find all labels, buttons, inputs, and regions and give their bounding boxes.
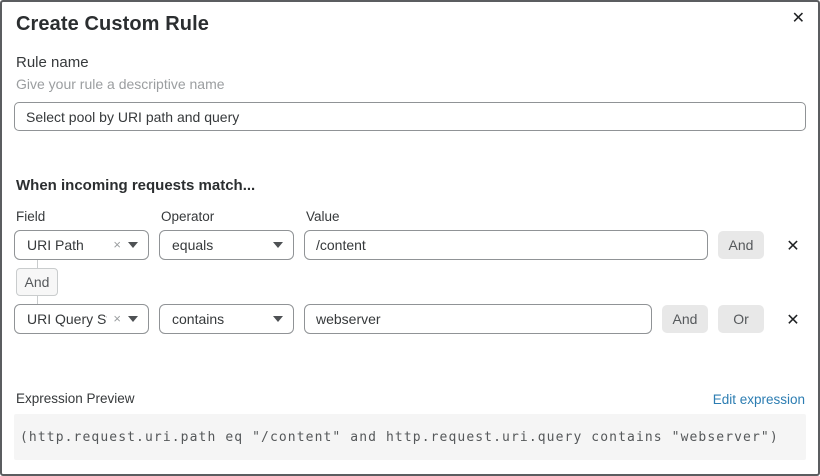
field-select-1[interactable]: URI Path × <box>14 230 149 260</box>
field-select-2[interactable]: URI Query St... × <box>14 304 149 334</box>
expression-preview-label: Expression Preview <box>16 391 135 406</box>
delete-condition-icon-2[interactable]: ✕ <box>782 310 804 329</box>
field-select-2-value: URI Query St... <box>27 311 107 327</box>
condition-row-2: URI Query St... × contains And Or ✕ <box>14 304 806 334</box>
expression-code-block: (http.request.uri.path eq "/content" and… <box>14 414 806 460</box>
column-headers: Field Operator Value <box>16 209 806 225</box>
add-and-condition-button-1[interactable]: And <box>718 231 764 259</box>
field-select-1-value: URI Path <box>27 237 84 253</box>
close-icon[interactable]: ✕ <box>791 8 805 27</box>
and-connector-badge: And <box>16 268 58 296</box>
expression-code-text: (http.request.uri.path eq "/content" and… <box>20 429 779 445</box>
operator-column-label: Operator <box>161 209 215 224</box>
operator-select-1-value: equals <box>172 237 214 253</box>
chevron-down-icon <box>128 242 138 248</box>
chevron-down-icon <box>273 242 283 248</box>
match-heading: When incoming requests match... <box>16 177 256 194</box>
edit-expression-link[interactable]: Edit expression <box>712 391 805 407</box>
rule-name-input[interactable] <box>14 102 806 131</box>
clear-icon[interactable]: × <box>113 237 121 252</box>
expression-header: Expression Preview Edit expression <box>14 390 806 408</box>
add-or-condition-button-2[interactable]: Or <box>718 305 764 333</box>
expression-section: Expression Preview Edit expression (http… <box>14 390 806 460</box>
rule-name-helper: Give your rule a descriptive name <box>16 76 225 92</box>
field-column-label: Field <box>16 209 46 224</box>
connector-line-top <box>36 260 38 268</box>
operator-select-1[interactable]: equals <box>159 230 294 260</box>
dialog-title: Create Custom Rule <box>16 13 209 35</box>
value-column-label: Value <box>306 209 340 224</box>
rule-name-section: Rule name Give your rule a descriptive n… <box>14 54 806 131</box>
chevron-down-icon <box>128 316 138 322</box>
operator-select-2[interactable]: contains <box>159 304 294 334</box>
connector-line-bottom <box>36 296 38 304</box>
delete-condition-icon-1[interactable]: ✕ <box>782 236 804 255</box>
add-and-condition-button-2[interactable]: And <box>662 305 708 333</box>
and-connector: And <box>16 260 58 304</box>
match-section: When incoming requests match... Field Op… <box>14 177 806 334</box>
condition-row-1: URI Path × equals And ✕ <box>14 230 806 260</box>
value-input-1[interactable] <box>304 230 708 260</box>
chevron-down-icon <box>273 316 283 322</box>
clear-icon[interactable]: × <box>113 311 121 326</box>
value-input-2[interactable] <box>304 304 652 334</box>
rule-name-label: Rule name <box>16 54 89 71</box>
operator-select-2-value: contains <box>172 311 225 327</box>
